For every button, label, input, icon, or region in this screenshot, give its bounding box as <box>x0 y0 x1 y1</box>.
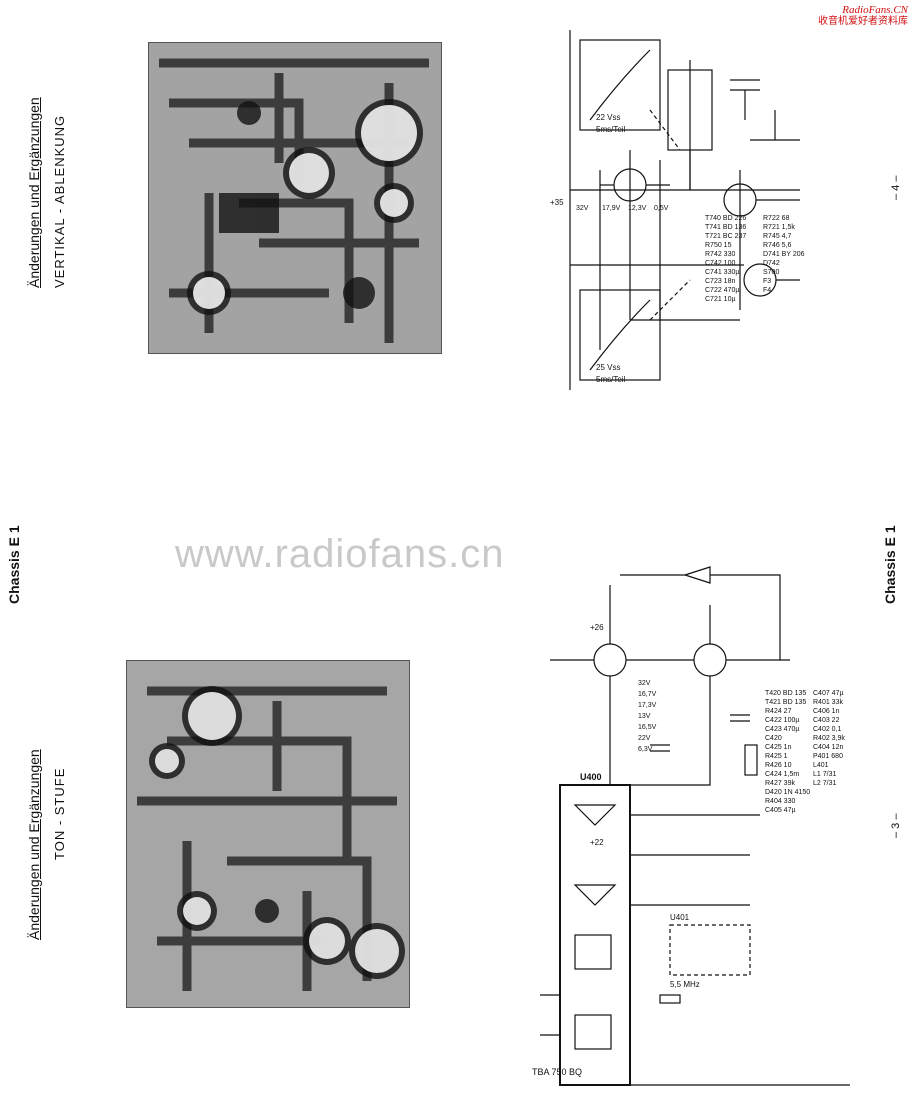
as-component-label-4: C423 470µ <box>765 726 799 733</box>
vs-scope-top-label: 22 Vss <box>596 113 620 122</box>
as-component-label-16: C406 1n <box>813 708 840 715</box>
vs-component-label-5: C742 100 <box>705 260 735 267</box>
vs-scope-bottom-label: 25 Vss <box>596 363 620 372</box>
vs-component-label-9: C721 10µ <box>705 296 736 303</box>
as-voltage-label-2: 17,3V <box>638 702 657 709</box>
section-top-subtitle: VERTIKAL - ABLENKUNG <box>52 114 67 288</box>
as-component-label-13: C405 47µ <box>765 807 796 814</box>
as-component-label-14: C407 47µ <box>813 690 844 697</box>
vs-voltage-labels: 32V 17,9V 12,3V 0,5V <box>576 205 669 212</box>
as-ic-label: U400 <box>580 772 602 782</box>
as-component-label-20: C404 12n <box>813 744 843 751</box>
as-voltage-label-3: 13V <box>638 713 651 720</box>
vs-component-label-12: R745 4,7 <box>763 233 792 240</box>
as-voltage-labels: 32V 16,7V 17,3V 13V 16,5V 22V 6,3V <box>638 680 657 753</box>
as-component-label-9: C424 1,5m <box>765 771 799 778</box>
as-voltage-label-6: 6,3V <box>638 746 653 753</box>
pcb-photo-vertical <box>148 42 442 354</box>
as-component-label-5: C420 <box>765 735 782 742</box>
site-name-en: RadioFans.CN <box>842 4 908 16</box>
as-component-label-22: L401 <box>813 762 829 769</box>
vs-scope-top-scale: 5ms/Teil <box>596 125 626 134</box>
vs-supply: +35 <box>550 198 564 207</box>
as-voltage-label-0: 32V <box>638 680 651 687</box>
vs-component-label-11: R721 1,5k <box>763 224 795 231</box>
as-component-label-23: L1 7/31 <box>813 771 836 778</box>
vs-component-label-17: F3 <box>763 278 771 285</box>
site-header: RadioFans.CN 收音机爱好者资料库 <box>818 4 908 28</box>
pcb-traces-vertical <box>149 43 441 353</box>
as-supply-a: +26 <box>590 623 604 632</box>
vs-voltage-label-3: 0,5V <box>654 205 669 212</box>
as-component-label-17: C403 22 <box>813 717 840 724</box>
as-component-label-12: R404 330 <box>765 798 795 805</box>
as-voltage-label-5: 22V <box>638 735 651 742</box>
as-component-label-3: C422 100µ <box>765 717 799 724</box>
page-number-left: – 3 – <box>890 813 902 838</box>
vs-component-label-14: D741 BY 206 <box>763 251 805 258</box>
vs-component-label-8: C722 470µ <box>705 287 739 294</box>
section-bottom-subtitle: TON - STUFE <box>52 767 67 860</box>
vs-component-label-18: F4 <box>763 287 771 294</box>
vs-scope-bottom-scale: 5ms/Teil <box>596 375 626 384</box>
pcb-traces-audio <box>127 661 409 1007</box>
as-component-label-10: R427 39k <box>765 780 795 787</box>
as-component-label-18: C402 0,1 <box>813 726 842 733</box>
section-bottom-title: Änderungen und Ergänzungen <box>26 749 42 940</box>
page-number-right: – 4 – <box>890 175 902 200</box>
pcb-photo-audio <box>126 660 410 1008</box>
vs-voltage-label-1: 17,9V <box>602 205 621 212</box>
as-filter-freq: 5,5 MHz <box>670 980 700 989</box>
chassis-label-left: Chassis E 1 <box>6 525 22 604</box>
vs-component-label-6: C741 330µ <box>705 269 739 276</box>
schematic-audio: +26 +22 U400 TBA 750 BQ U401 5,5 MHz T42… <box>532 566 850 1086</box>
as-filter-label: U401 <box>670 913 690 922</box>
as-voltage-label-1: 16,7V <box>638 691 657 698</box>
watermark: www.radiofans.cn <box>175 532 505 576</box>
as-component-label-7: R425 1 <box>765 753 788 760</box>
vs-component-label-10: R722 68 <box>763 215 790 222</box>
site-name-cn: 收音机爱好者资料库 <box>818 16 908 27</box>
as-component-label-1: T421 BD 135 <box>765 699 806 706</box>
section-top-title: Änderungen und Ergänzungen <box>26 97 42 288</box>
vs-component-label-13: R746 5,6 <box>763 242 792 249</box>
vs-component-label-16: S700 <box>763 269 779 276</box>
as-component-label-15: R401 33k <box>813 699 843 706</box>
as-voltage-label-4: 16,5V <box>638 724 657 731</box>
vs-voltage-label-2: 12,3V <box>628 205 647 212</box>
as-component-label-24: L2 7/31 <box>813 780 836 787</box>
as-component-label-0: T420 BD 135 <box>765 690 806 697</box>
as-component-label-11: D420 1N 4150 <box>765 789 810 796</box>
as-supply-b: +22 <box>590 838 604 847</box>
vs-component-label-15: D742 <box>763 260 780 267</box>
vs-component-label-3: R750 15 <box>705 242 732 249</box>
schematic-vertical: +35 22 Vss 5ms/Teil 25 Vss 5ms/Teil T740… <box>550 30 805 390</box>
as-component-label-21: P401 680 <box>813 753 843 760</box>
vs-component-label-4: R742 330 <box>705 251 735 258</box>
as-component-label-6: C425 1n <box>765 744 792 751</box>
vs-component-label-0: T740 BD 226 <box>705 215 746 222</box>
as-component-label-2: R424 27 <box>765 708 792 715</box>
vs-component-label-1: T741 BD 136 <box>705 224 746 231</box>
vs-component-label-7: C723 18n <box>705 278 735 285</box>
vs-voltage-label-0: 32V <box>576 205 589 212</box>
as-ic-chip: TBA 750 BQ <box>532 1067 582 1077</box>
chassis-label-right: Chassis E 1 <box>882 525 898 604</box>
as-component-label-19: R402 3,9k <box>813 735 845 742</box>
vs-component-label-2: T721 BC 237 <box>705 233 746 240</box>
as-component-label-8: R426 10 <box>765 762 792 769</box>
